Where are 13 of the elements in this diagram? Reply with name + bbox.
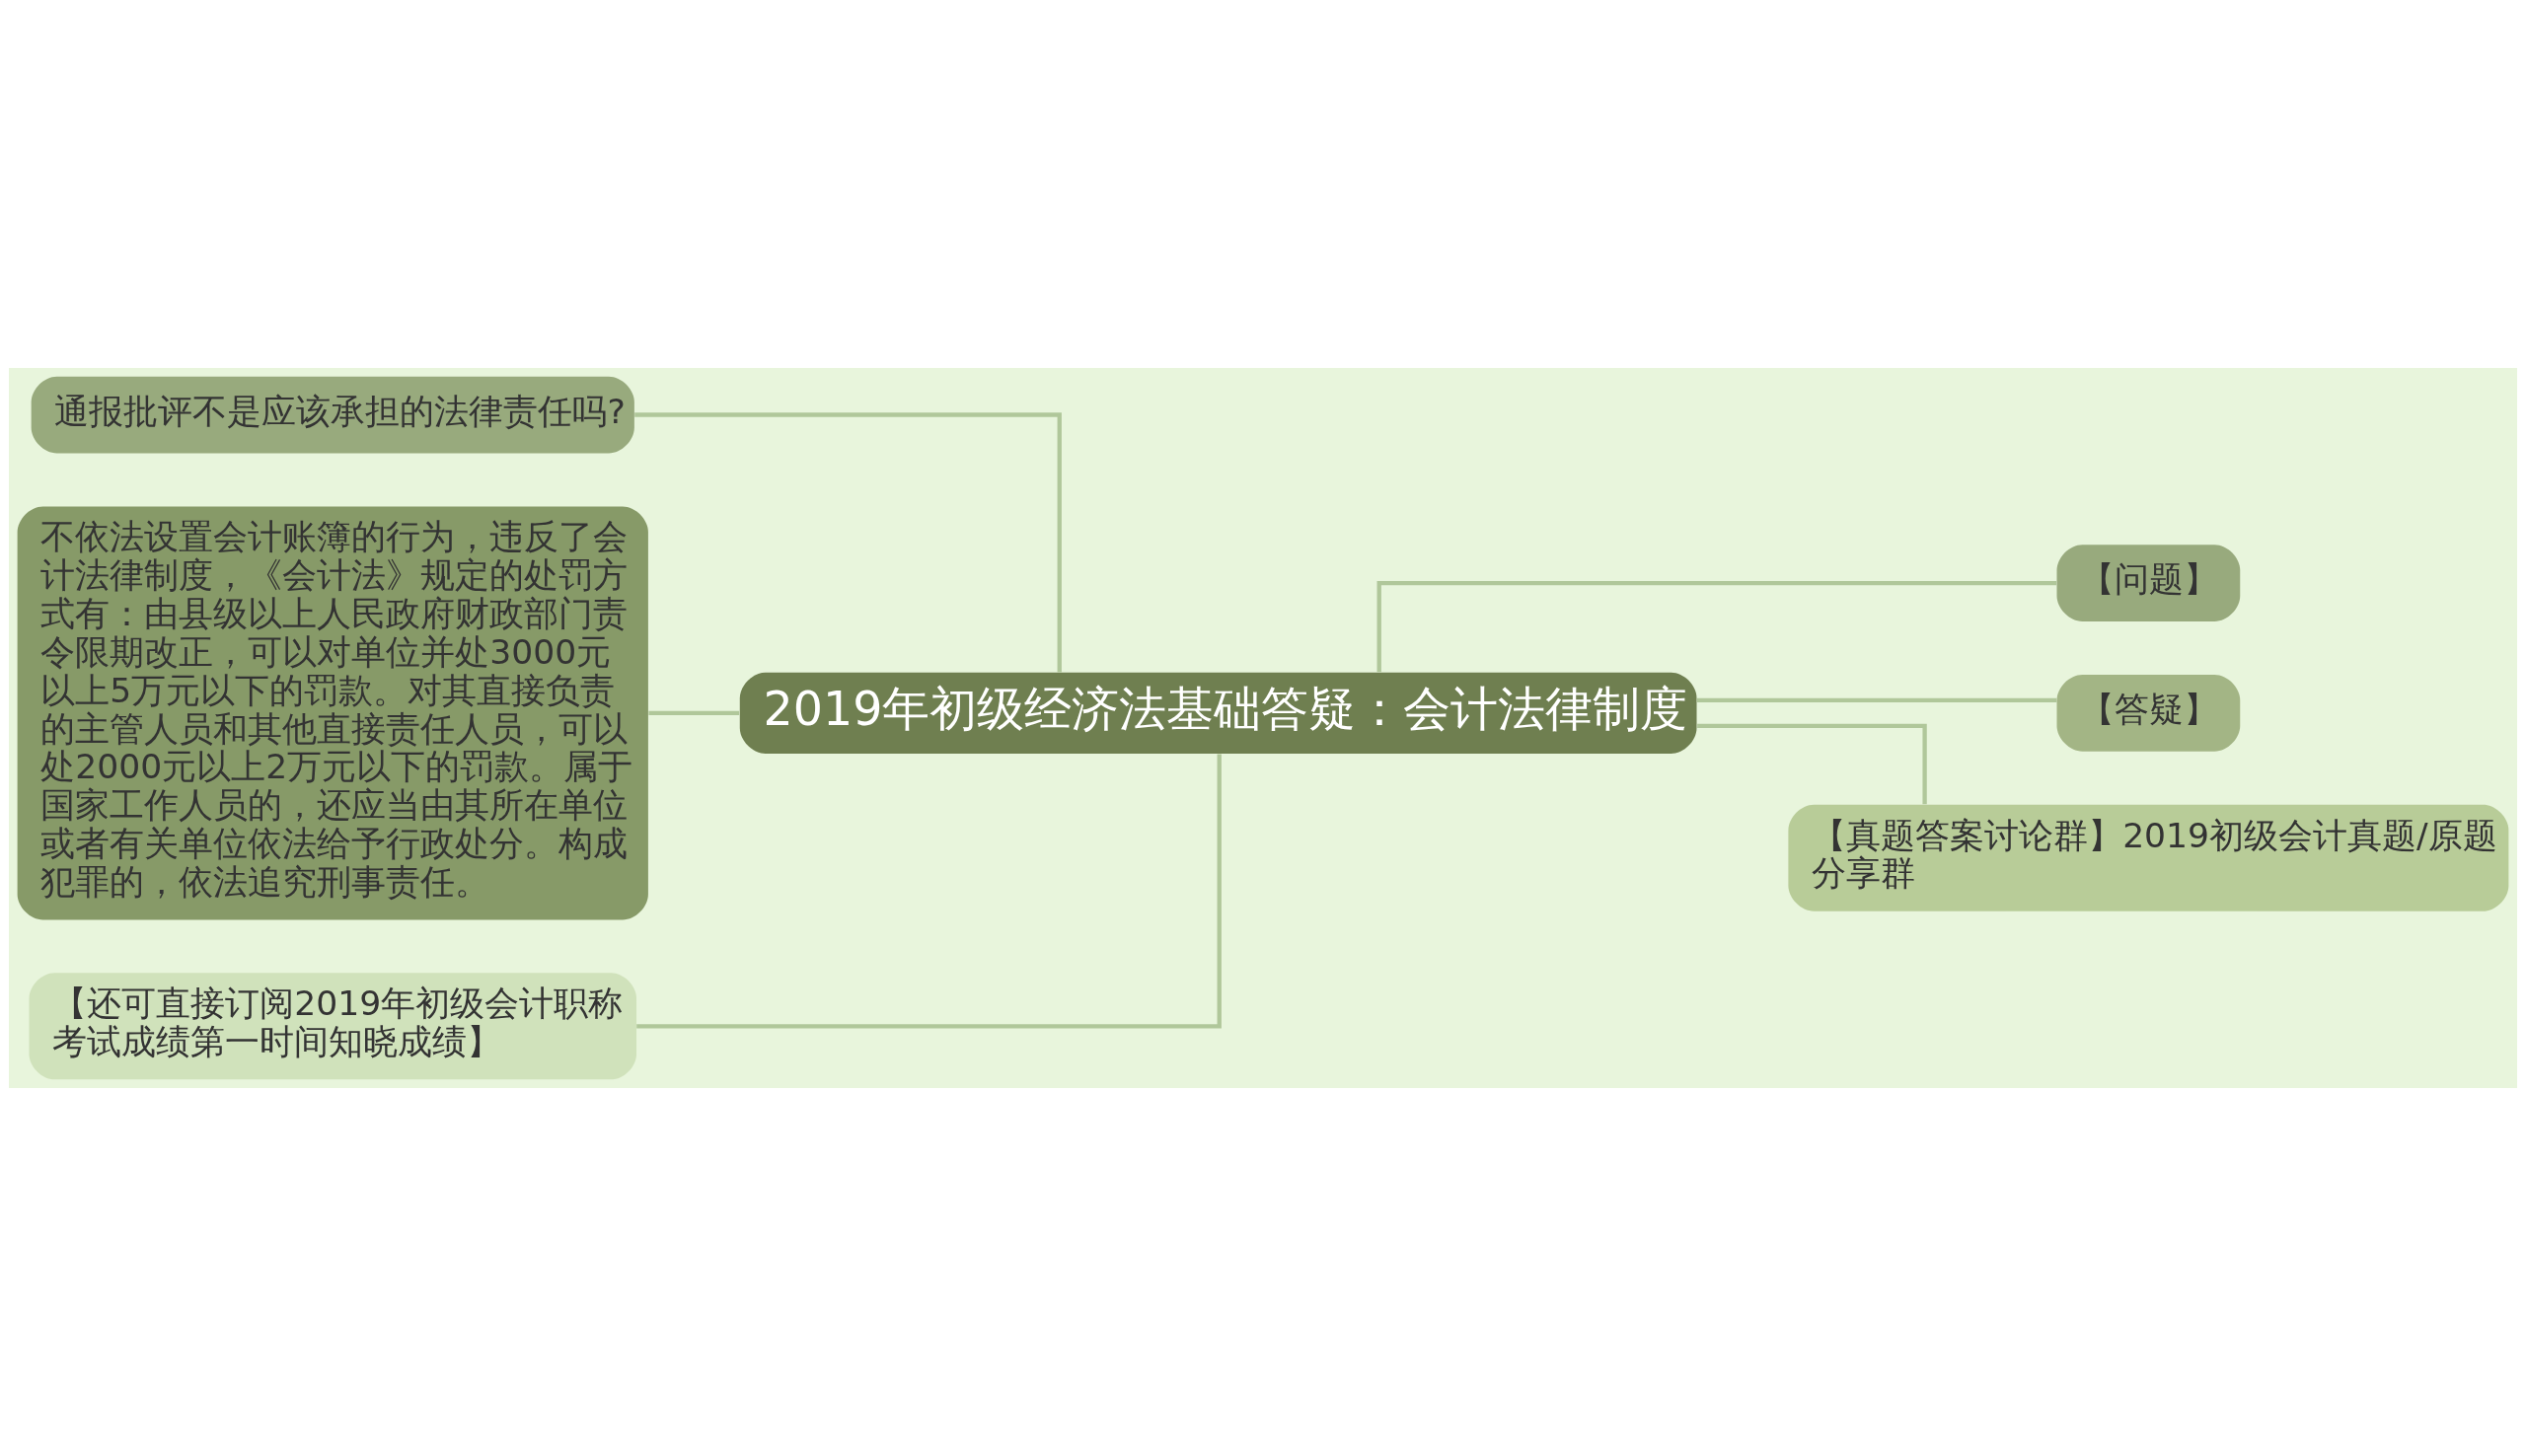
- node-box: 【还可直接订阅2019年初级会计职称考试成绩第一时间知晓成绩】: [29, 973, 637, 1080]
- connector: [636, 754, 1222, 1029]
- node-box: 2019年初级经济法基础答疑：会计法律制度: [739, 672, 1697, 754]
- connector: [1376, 581, 2057, 673]
- node-box: 【真题答案讨论群】2019初级会计真题/原题分享群: [1788, 804, 2509, 911]
- connector: [1697, 723, 1927, 805]
- node-box: 不依法设置会计账簿的行为，违反了会计法律制度，《会计法》规定的处罚方式有：由县级以上人民政府财政部门责令限期改正，可以对单位并处3000元以上5万元以下的罚款。对其直接负责的主管人员和其他直接责任人员，可以处2000元以上2万元以下的罚款。属于国家工作人员的，还应当由其所在单位或者有关单位依法给予行政处分。构成犯罪的，依法追究刑事责任。: [17, 506, 648, 920]
- node-box: 通报批评不是应该承担的法律责任吗?: [31, 376, 634, 454]
- connector: [648, 710, 740, 716]
- node-box: 【问题】: [2056, 545, 2241, 621]
- node-box: 【答疑】: [2056, 675, 2241, 752]
- connector: [634, 412, 1062, 673]
- connector: [1696, 697, 2057, 703]
